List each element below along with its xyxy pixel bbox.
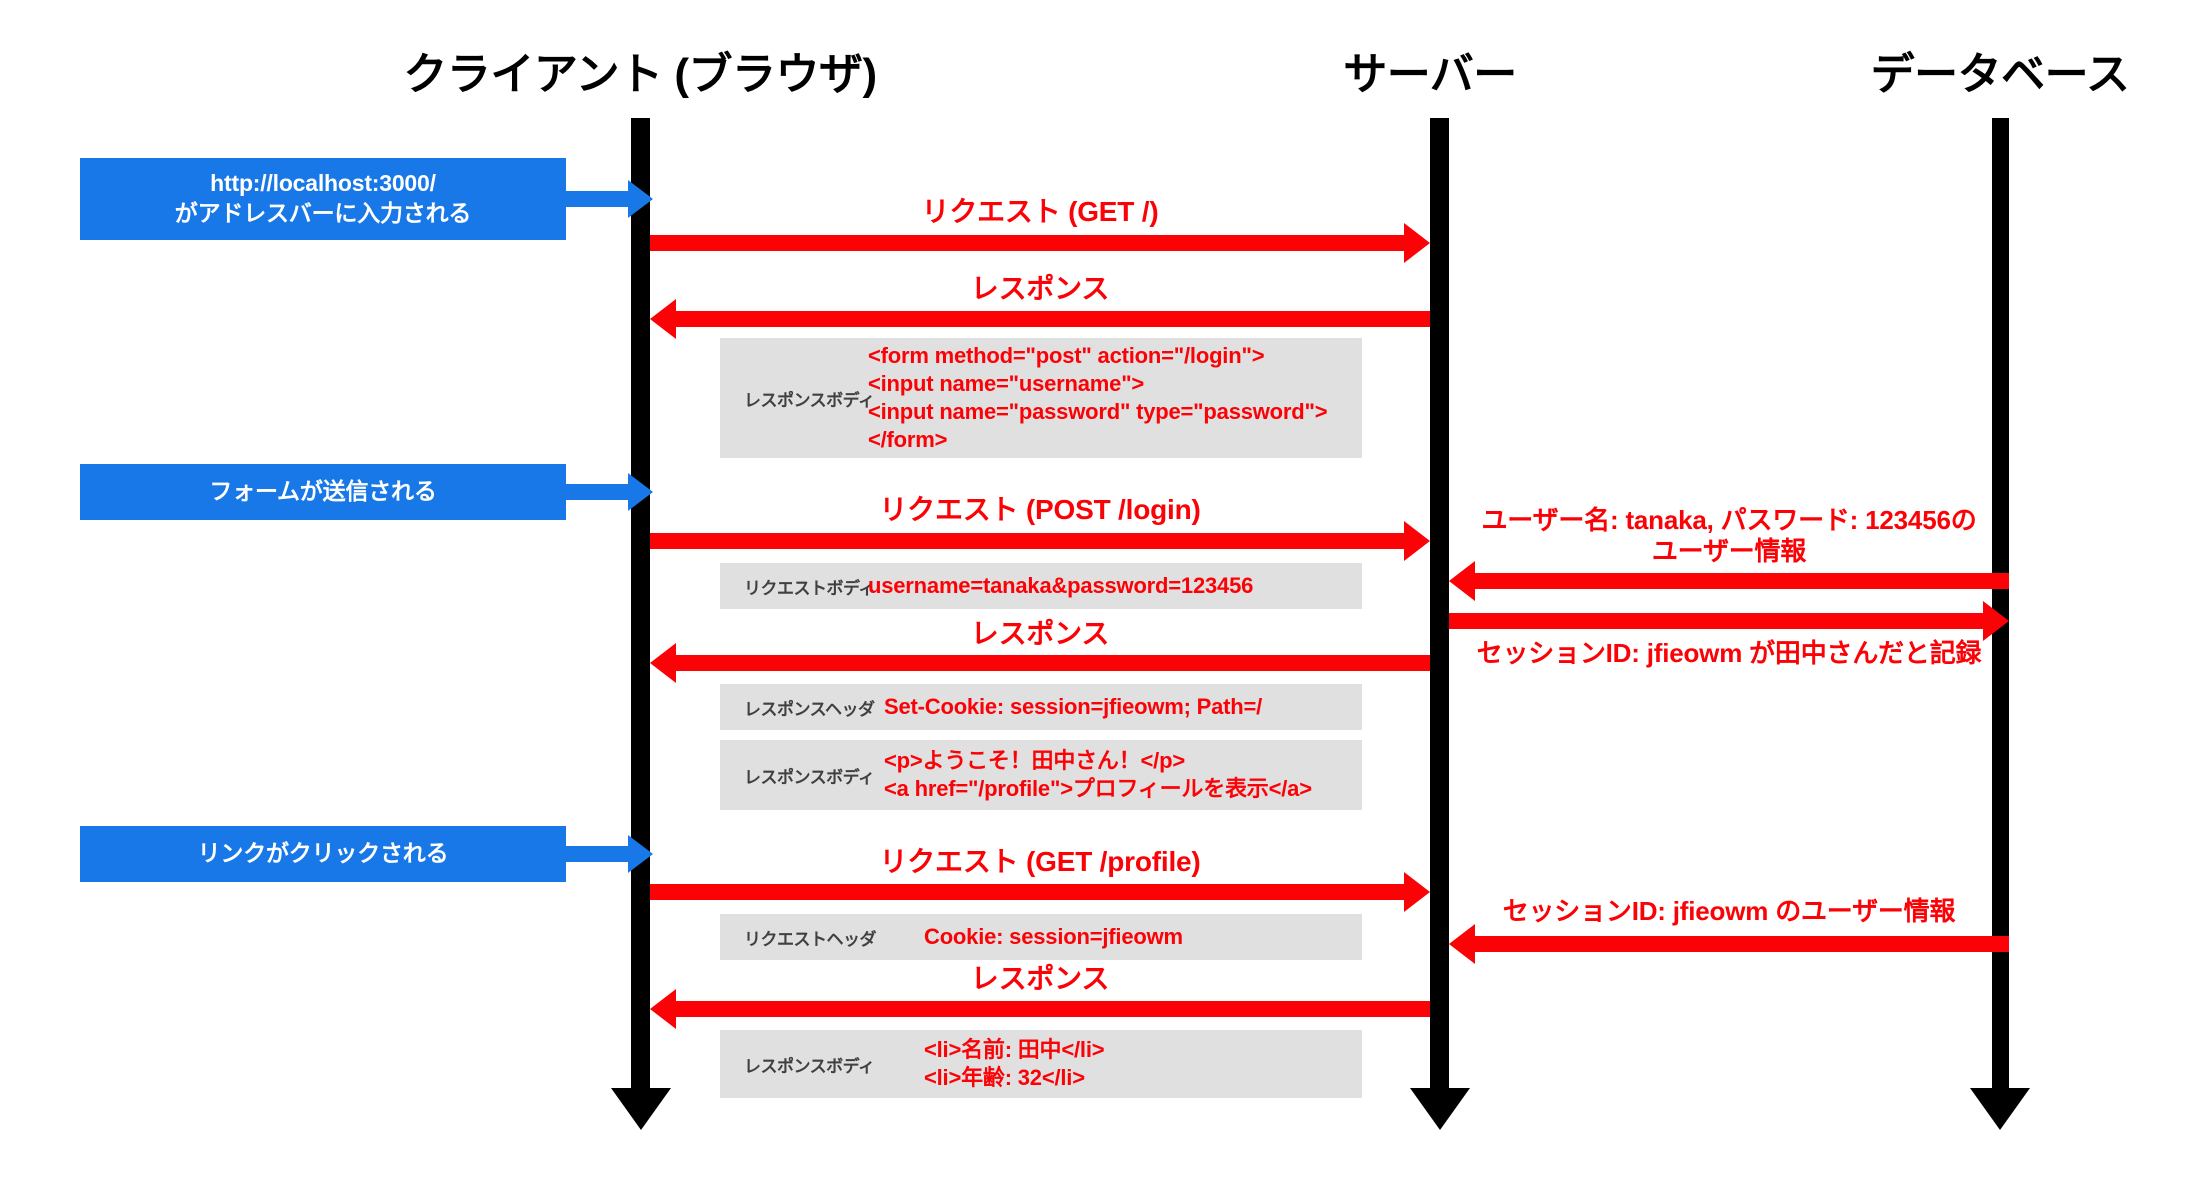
callout-form-submitted: フォームが送信される [80, 464, 653, 520]
note-response-body-profile: レスポンスボディ <li>名前: 田中</li> <li>年齢: 32</li> [720, 1030, 1362, 1098]
lifeline-server-arrowhead [1410, 1088, 1470, 1130]
callout-form-submitted-arrowhead [628, 473, 653, 511]
callout-form-submitted-label: フォームが送信される [209, 478, 437, 505]
callout-url-entered-arrowhead [628, 180, 653, 218]
message-label-get-root: リクエスト (GET /) [921, 196, 1159, 227]
note-response-body-profile-kind: レスポンスボディ [744, 1056, 875, 1076]
note-request-body-login-kind: リクエストボディ [744, 578, 875, 598]
message-label-post-login: リクエスト (POST /login) [879, 494, 1201, 525]
callout-link-clicked-label: リンクがクリックされる [197, 840, 449, 867]
callout-link-clicked-shaft [566, 846, 628, 862]
lifeline-client [631, 118, 650, 1094]
message-label-response-1: レスポンス [970, 273, 1110, 304]
note-response-body-form: レスポンスボディ <form method="post" action="/lo… [720, 338, 1362, 458]
note-request-body-login-code: username=tanaka&password=123456 [868, 572, 1254, 598]
lifeline-client-arrowhead [611, 1088, 671, 1130]
message-label-response-2: レスポンス [970, 618, 1110, 649]
note-response-body-welcome-kind: レスポンスボディ [744, 767, 875, 787]
note-response-header-setcookie-code: Set-Cookie: session=jfieowm; Path=/ [884, 693, 1263, 719]
note-response-body-profile-code: <li>名前: 田中</li> <li>年齢: 32</li> [924, 1036, 1105, 1090]
callout-url-entered-box: http://localhost:3000/ がアドレスバーに入力される [80, 158, 566, 240]
callout-form-submitted-box: フォームが送信される [80, 464, 566, 520]
message-label-get-profile: リクエスト (GET /profile) [879, 846, 1201, 877]
lifeline-server [1430, 118, 1449, 1094]
callout-url-entered-shaft [566, 191, 628, 207]
note-response-header-setcookie-kind: レスポンスヘッダ [744, 699, 875, 719]
participant-header-database: データベース [1870, 50, 2130, 99]
message-label-db-lookup-user: ユーザー名: tanaka, パスワード: 123456の ユーザー情報 [1481, 505, 1977, 566]
participant-header-client: クライアント (ブラウザ) [403, 50, 877, 99]
lifeline-database-arrowhead [1970, 1088, 2030, 1130]
note-response-header-setcookie: レスポンスヘッダ Set-Cookie: session=jfieowm; Pa… [720, 684, 1362, 730]
callout-url-entered-label: http://localhost:3000/ がアドレスバーに入力される [174, 170, 472, 226]
callout-link-clicked: リンクがクリックされる [80, 826, 653, 882]
callout-url-entered: http://localhost:3000/ がアドレスバーに入力される [80, 158, 653, 240]
note-response-body-welcome: レスポンスボディ <p>ようこそ！田中さん！</p> <a href="/pro… [720, 740, 1362, 810]
note-response-body-form-code: <form method="post" action="/login"> <in… [868, 342, 1328, 453]
callout-link-clicked-arrowhead [628, 835, 653, 873]
note-request-header-cookie-kind: リクエストヘッダ [744, 929, 877, 949]
participant-header-server: サーバー [1343, 50, 1517, 99]
note-response-body-form-kind: レスポンスボディ [744, 390, 875, 410]
message-label-response-3: レスポンス [970, 963, 1110, 994]
callout-form-submitted-shaft [566, 484, 628, 500]
note-request-header-cookie: リクエストヘッダ Cookie: session=jfieowm [720, 914, 1362, 960]
note-request-header-cookie-code: Cookie: session=jfieowm [924, 923, 1183, 949]
message-label-db-session-user: セッションID: jfieowm のユーザー情報 [1502, 896, 1956, 926]
callout-link-clicked-box: リンクがクリックされる [80, 826, 566, 882]
message-label-db-store-session: セッションID: jfieowm が田中さんだと記録 [1476, 638, 1982, 668]
note-request-body-login: リクエストボディ username=tanaka&password=123456 [720, 563, 1362, 609]
note-response-body-welcome-code: <p>ようこそ！田中さん！</p> <a href="/profile">プロフ… [884, 747, 1312, 801]
